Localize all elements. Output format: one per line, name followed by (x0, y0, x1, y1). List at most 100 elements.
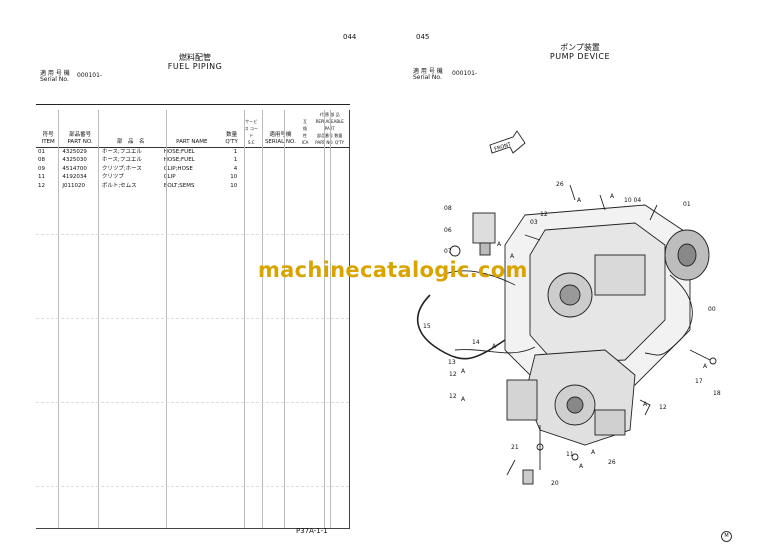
left-title-en: FUEL PIPING (167, 62, 223, 71)
table-column-line (330, 110, 331, 528)
callout-a: A (591, 449, 596, 456)
col-part-name: PART NAME (161, 110, 222, 148)
callout-11: 11 (566, 451, 574, 458)
left-serial-label-en: Serial No. (40, 76, 69, 83)
callout-26: 26 (556, 181, 564, 188)
table-column-line (284, 110, 285, 528)
table-row: 11 4192034 クリツプ CLIP 10 (36, 173, 349, 181)
table-right-border (349, 110, 350, 528)
row-item: 08 (38, 157, 45, 164)
right-serial-label-en: Serial No. (413, 74, 442, 81)
left-serial-value: 000101- (77, 72, 103, 79)
corner-mark: M (721, 531, 732, 542)
row-qty: 1 (233, 157, 238, 164)
row-part-no: 4514700 (62, 165, 87, 172)
row-item: 01 (38, 149, 45, 155)
row-group-divider (36, 234, 349, 235)
callout-14: 14 (472, 339, 480, 346)
callout-26: 26 (608, 459, 616, 466)
callout-a: A (610, 193, 615, 200)
callout-12: 12 (540, 211, 548, 218)
table-bottom-rule (36, 528, 350, 529)
table-row: 09 4514700 クリツプ;ホース CLIP;HOSE 4 (36, 165, 349, 173)
callout-01: 01 (683, 201, 691, 208)
footer-page-code: P37A-1-1 (296, 527, 328, 535)
callout-18: 18 (713, 390, 721, 397)
row-part-no: 4325029 (62, 149, 87, 155)
table-column-line (166, 110, 167, 528)
callout-a: A (461, 368, 466, 375)
row-item: 09 (38, 165, 45, 172)
callout-13: 13 (448, 359, 456, 366)
row-part-name: HOSE;FUEL (163, 149, 195, 155)
right-serial-value: 000101- (452, 70, 478, 77)
row-item: 12 (38, 182, 45, 189)
left-title-jp: 燃料配管 (179, 53, 211, 62)
front-arrow-label: FRONT (494, 141, 513, 152)
table-row: 12 J011020 ボルト;セムス BOLT;SEMS 10 (36, 182, 349, 190)
callout-15: 15 (423, 323, 431, 330)
callout-a: A (579, 463, 584, 470)
callout-10-04: 10 04 (624, 197, 642, 204)
col-name-jp: 部 品 名 (99, 110, 162, 148)
callout-a: A (703, 363, 708, 370)
row-part-no: J011020 (62, 182, 85, 189)
row-name-jp: ホース;フユエル (101, 157, 142, 164)
row-name-jp: クリツプ (101, 174, 124, 181)
right-page-number: 045 (416, 33, 430, 41)
row-name-jp: ボルト;セムス (101, 182, 137, 189)
row-qty: 10 (230, 174, 238, 181)
row-qty: 1 (233, 149, 238, 155)
table-column-line (98, 110, 99, 528)
right-serial-label-jp: 適 用 号 機 (413, 68, 443, 75)
callout-08: 08 (444, 205, 452, 212)
callout-00: 00 (708, 306, 716, 313)
row-part-no: 4192034 (62, 174, 87, 181)
watermark-text: machinecatalogic.com (258, 258, 528, 282)
row-qty: 4 (233, 165, 238, 172)
pump-device-diagram: FRONT (416, 130, 717, 485)
callout-12: 12 (449, 393, 457, 400)
right-title-jp: ポンプ装置 (560, 43, 600, 52)
row-group-divider (36, 402, 349, 403)
callout-21: 21 (511, 444, 519, 451)
left-page-number: 044 (343, 33, 357, 41)
callout-07: 07 (444, 248, 452, 255)
left-header-rule (36, 104, 350, 105)
row-name-jp: クリツプ;ホース (101, 165, 142, 172)
callout-17: 17 (695, 378, 703, 385)
callout-06: 06 (444, 227, 452, 234)
callout-a: A (497, 241, 502, 248)
table-column-line (324, 110, 325, 528)
callout-03: 03 (530, 219, 538, 226)
callout-a: A (510, 253, 515, 260)
row-item: 11 (38, 174, 45, 181)
row-part-name: BOLT;SEMS (163, 182, 195, 189)
callout-12: 12 (449, 371, 457, 378)
row-part-no: 4325030 (62, 157, 87, 164)
table-column-line (58, 110, 59, 528)
callout-a: A (577, 197, 582, 204)
callout-12: 12 (659, 404, 667, 411)
callout-a: A (643, 401, 648, 408)
row-name-jp: ホース;フユエル (101, 149, 142, 155)
table-row: 08 4325030 ホース;フユエル HOSE;FUEL 1 (36, 156, 349, 164)
row-part-name: CLIP (163, 174, 176, 181)
table-column-line (262, 110, 263, 528)
callout-20: 20 (551, 480, 559, 487)
left-serial-label-jp: 適 用 号 機 (40, 70, 70, 77)
row-qty: 10 (230, 182, 238, 189)
row-part-name: CLIP;HOSE (163, 165, 193, 172)
row-part-name: HOSE;FUEL (163, 157, 195, 164)
table-column-line (244, 110, 245, 528)
callout-a: A (461, 396, 466, 403)
callout-a: A (492, 343, 497, 350)
